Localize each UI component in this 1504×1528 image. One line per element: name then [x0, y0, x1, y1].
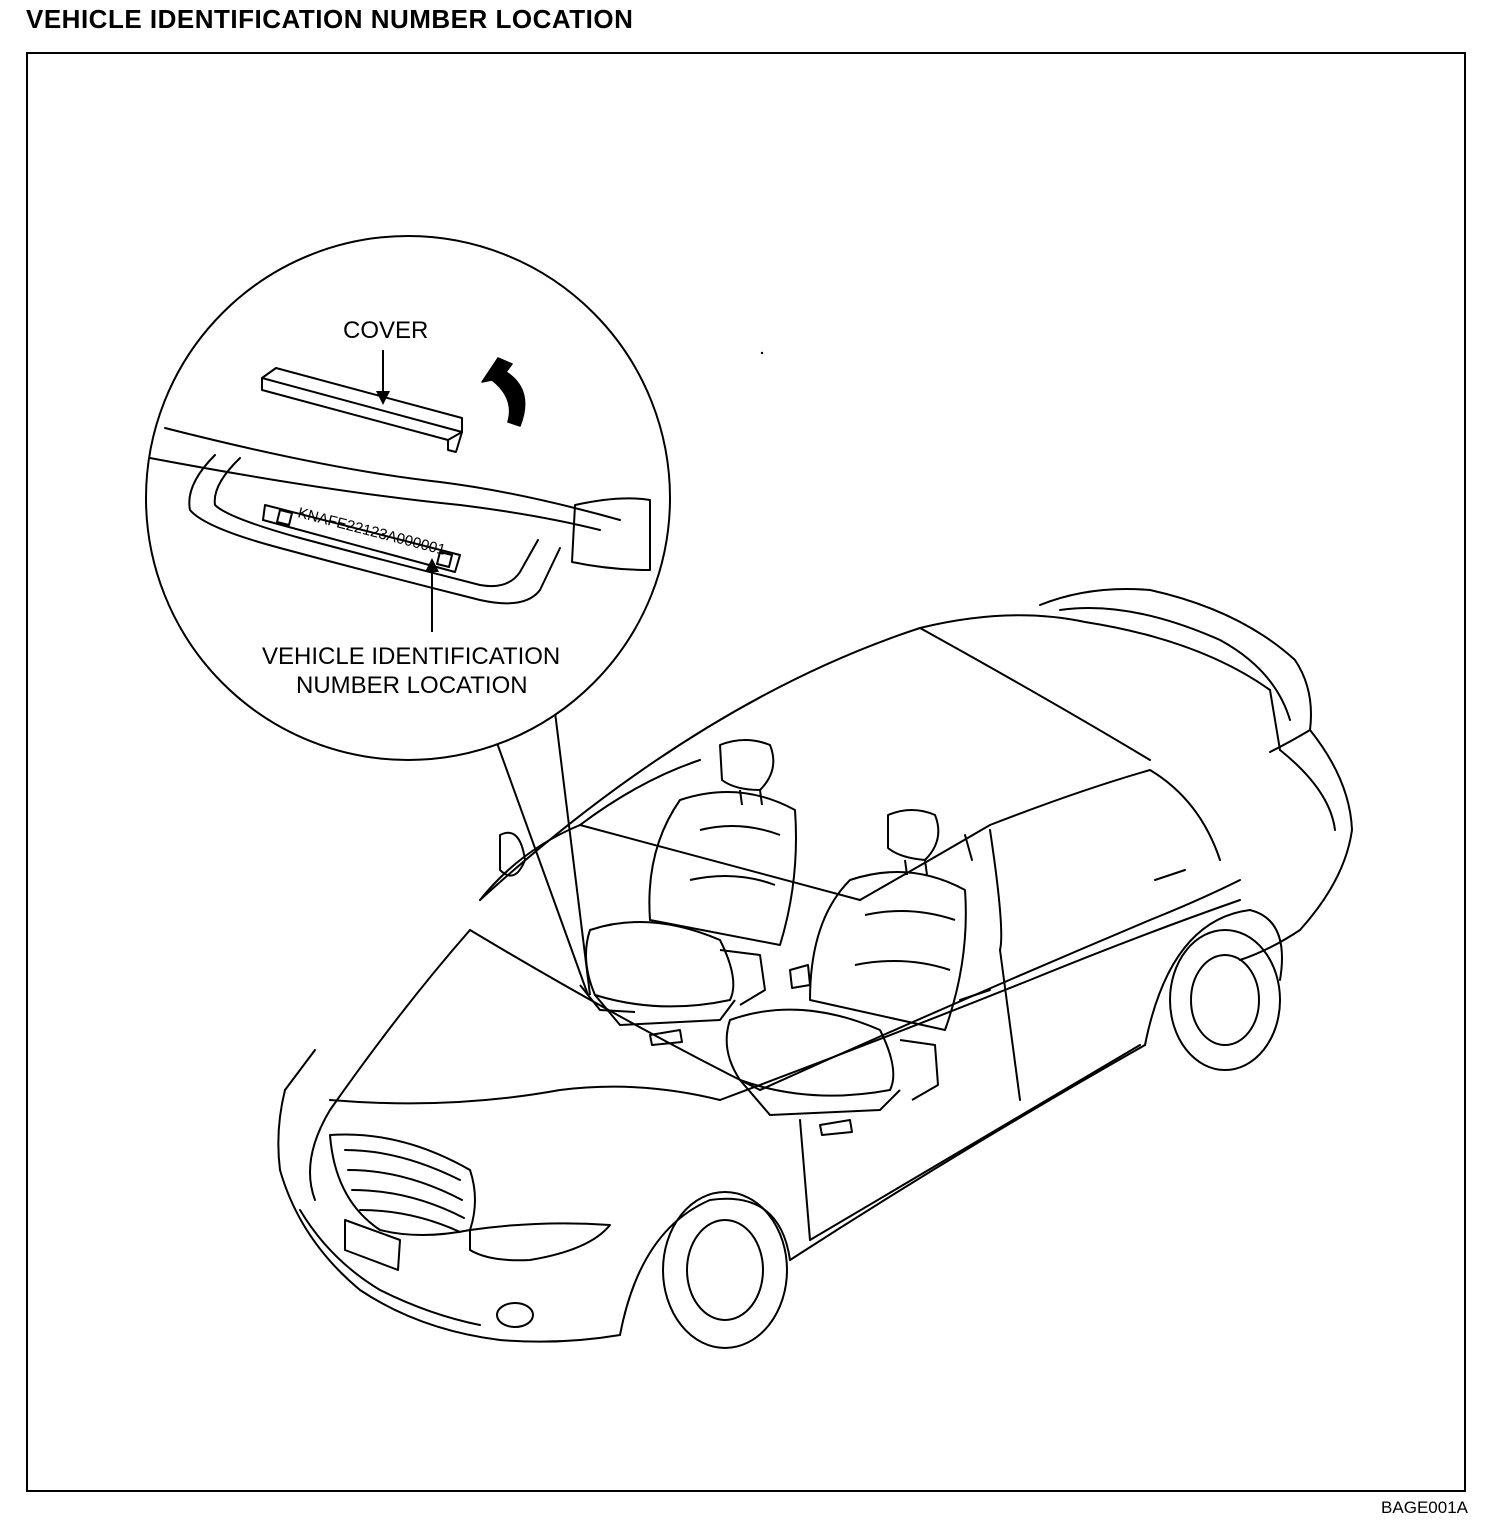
detail-zoom-circle: [145, 235, 671, 761]
speck-dot: [760, 351, 764, 355]
front-seats: [585, 739, 967, 1136]
detail-view: [149, 367, 651, 605]
cover-label: COVER: [343, 317, 428, 344]
vin-location-label-line1: VEHICLE IDENTIFICATION: [262, 643, 560, 670]
rotate-arrow-icon: [481, 357, 526, 427]
figure-code: BAGE001A: [1381, 1498, 1468, 1517]
callout-leader: [487, 695, 636, 1013]
diagram-frame: [26, 52, 1466, 1492]
vin-location-label-line2: NUMBER LOCATION: [296, 672, 528, 699]
page-title: VEHICLE IDENTIFICATION NUMBER LOCATION: [26, 4, 634, 34]
car-illustration: [277, 588, 1353, 1349]
